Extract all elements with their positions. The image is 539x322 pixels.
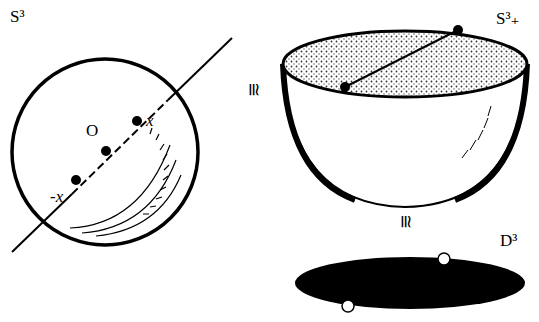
chord: [345, 30, 458, 87]
space-label: D³: [500, 232, 517, 249]
point-label: x: [146, 112, 154, 129]
boundary-point: [438, 253, 450, 265]
hemisphere-hatching: [462, 106, 491, 158]
space-label: S³₊: [496, 10, 520, 27]
dotted-disk: [283, 31, 527, 97]
point-x: [132, 116, 142, 126]
equivalence-sign: ≅: [245, 82, 263, 97]
black-disk: [295, 257, 525, 309]
sphere-hatching: [70, 128, 181, 236]
point-minus-x: [71, 175, 81, 185]
point-label: O: [86, 122, 98, 139]
diameter-line: [72, 100, 168, 194]
sphere-outline: [12, 59, 198, 245]
space-label: S³: [10, 8, 25, 25]
boundary-point: [342, 300, 354, 312]
equivalence-sign: ≅: [397, 214, 415, 229]
point-label: -x: [50, 188, 63, 205]
point-origin: [101, 146, 111, 156]
